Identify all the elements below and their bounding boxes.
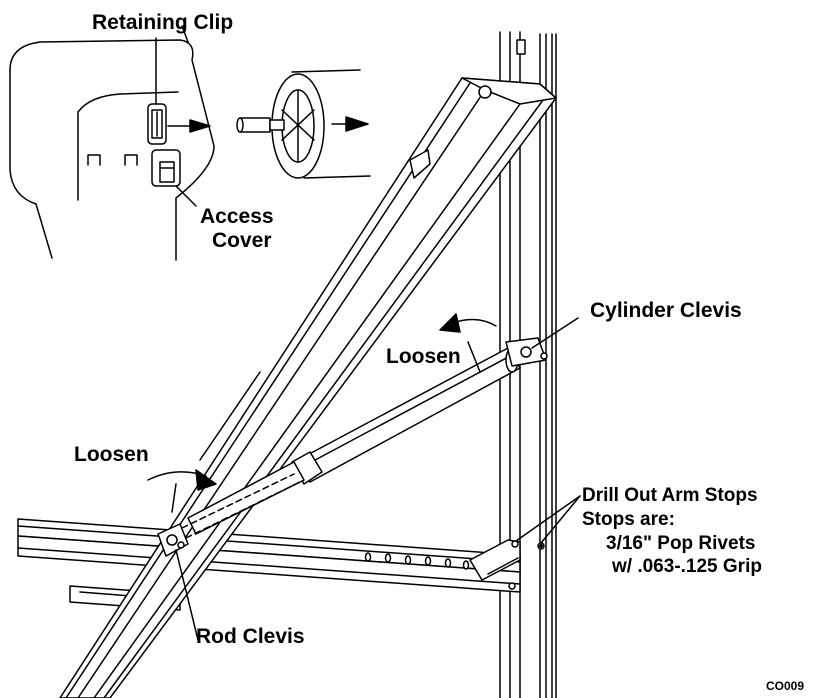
loosen-arrow-upper bbox=[439, 313, 497, 373]
grip-label: w/ .063-.125 Grip bbox=[612, 556, 762, 577]
leader-lines bbox=[155, 37, 581, 641]
figure-code-label: CO009 bbox=[766, 679, 805, 693]
rod-clevis-bracket bbox=[157, 523, 189, 557]
pop-rivets-label: 3/16" Pop Rivets bbox=[606, 533, 756, 554]
stops-are-label: Stops are: bbox=[582, 509, 675, 530]
access-cover-label-line2: Cover bbox=[212, 229, 272, 252]
retaining-clip-label: Retaining Clip bbox=[92, 11, 234, 34]
arm-stop-bracket bbox=[364, 539, 545, 590]
inset-strut-end bbox=[236, 69, 371, 179]
inset-access-cover bbox=[9, 25, 215, 261]
loosen-upper-label: Loosen bbox=[386, 345, 461, 368]
cylinder-clevis-label: Cylinder Clevis bbox=[590, 299, 742, 322]
arrow-strut-out bbox=[331, 116, 369, 132]
window-frame bbox=[17, 518, 521, 611]
loosen-arrow-lower bbox=[147, 469, 217, 513]
rod-clevis-label: Rod Clevis bbox=[196, 625, 305, 648]
access-cover-label-line1: Access bbox=[200, 205, 274, 228]
loosen-lower-label: Loosen bbox=[74, 443, 149, 466]
arrow-clip-out bbox=[167, 119, 211, 133]
drill-out-label: Drill Out Arm Stops bbox=[582, 485, 758, 506]
